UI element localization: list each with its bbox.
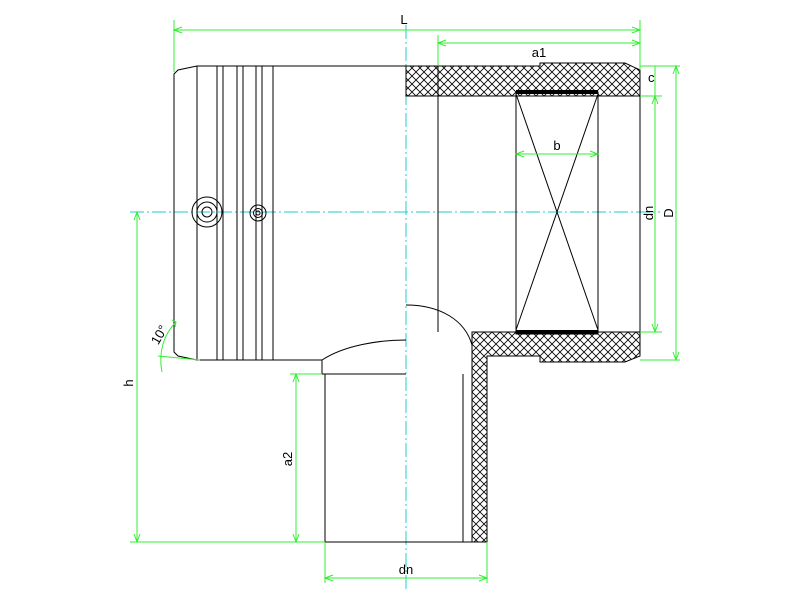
- bottom-outlet: [321, 339, 487, 543]
- indicator-icon: [249, 204, 267, 222]
- label-b: b: [553, 138, 560, 153]
- label-L: L: [400, 12, 407, 27]
- label-a2: a2: [280, 452, 295, 466]
- label-D: D: [661, 208, 676, 217]
- left-socket: [173, 65, 406, 361]
- left-socket-cap: [173, 65, 198, 361]
- inner-elbow-curve: [405, 304, 473, 346]
- dimensions: [130, 20, 680, 583]
- label-dn-right: dn: [641, 206, 656, 220]
- labels: L a1 b c dn D 10° h a2 dn: [121, 12, 676, 577]
- outlet-shoulder-curve: [321, 339, 407, 361]
- socket-ring-3: [236, 65, 244, 361]
- socket-ring-4: [255, 65, 263, 361]
- heating-element-bottom-bar: [516, 330, 598, 334]
- dim-angle-arc: [160, 321, 177, 373]
- outlet-collar: [321, 360, 406, 375]
- bottom-wall-hatch: [471, 331, 641, 543]
- label-a1: a1: [532, 45, 546, 60]
- top-wall-inner-hatch: [405, 65, 439, 97]
- terminal-icon: [191, 196, 223, 228]
- heating-element-diagonal-2: [515, 93, 599, 331]
- right-run: [405, 62, 641, 543]
- heating-element-top-bar: [516, 90, 598, 94]
- heating-element: [515, 90, 599, 335]
- label-h: h: [121, 379, 136, 386]
- label-angle: 10°: [148, 322, 171, 347]
- label-c: c: [648, 70, 655, 85]
- centerlines: [130, 25, 660, 590]
- top-wall-hatch: [437, 62, 641, 97]
- label-dn-bottom: dn: [399, 562, 413, 577]
